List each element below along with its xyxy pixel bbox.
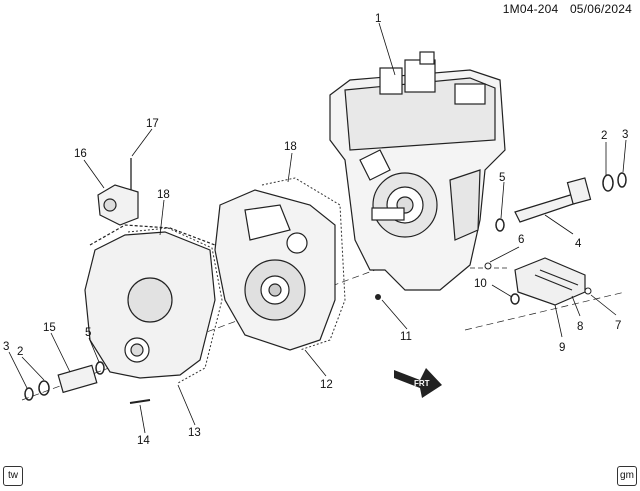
callout-7: 7: [615, 320, 621, 332]
callout-3: 3: [622, 129, 628, 141]
cover-gasket: [127, 227, 223, 384]
callout-15: 15: [43, 322, 56, 334]
callout-18-right: 18: [284, 141, 297, 153]
callout-10: 10: [474, 278, 487, 290]
seal-rings: [24, 172, 627, 401]
actuator: [97, 184, 139, 226]
callout-6: 6: [518, 234, 524, 246]
callout-2-left: 2: [17, 346, 23, 358]
left-shaft: [57, 364, 98, 394]
bolt-14: [129, 399, 151, 404]
transmission-housing-with-inverter: [329, 51, 506, 291]
cooler-module: [514, 257, 586, 306]
gm-badge: gm: [617, 466, 637, 486]
callout-1: 1: [375, 13, 381, 25]
plug: [375, 294, 381, 300]
callout-13: 13: [188, 427, 201, 439]
callout-12: 12: [320, 379, 333, 391]
callout-5-left: 5: [85, 327, 91, 339]
callout-3-left: 3: [3, 341, 9, 353]
gear-housing: [214, 189, 336, 351]
diagram-header: 1M04-204 05/06/2024: [495, 2, 632, 16]
callout-9: 9: [559, 342, 565, 354]
leader-lines: [8, 22, 627, 434]
bolt-7: [584, 287, 592, 295]
callout-8: 8: [577, 321, 583, 333]
callout-11: 11: [400, 331, 412, 343]
diagram-date: 05/06/2024: [569, 2, 632, 16]
callout-17: 17: [146, 118, 159, 130]
diagram-code: 1M04-204: [502, 2, 559, 16]
callout-2: 2: [601, 130, 607, 142]
tw-badge: tw: [3, 466, 23, 486]
output-shaft: [514, 177, 592, 223]
callout-5: 5: [499, 172, 505, 184]
callout-14: 14: [137, 435, 150, 447]
drain-bolt: [484, 262, 492, 270]
callout-16: 16: [74, 148, 87, 160]
forward-label: FRT: [414, 379, 430, 388]
callout-18-left: 18: [157, 189, 170, 201]
axis-line-right: [464, 291, 626, 331]
callout-4: 4: [575, 238, 582, 250]
housing-gasket: [261, 177, 346, 351]
rear-cover-assembly: [84, 224, 216, 379]
forward-arrow-icon: FRT: [394, 368, 442, 398]
callout-labels: 1 2 3 4 5 6 7 8 9 10 11 12 13 14 15 16 1…: [3, 13, 628, 447]
